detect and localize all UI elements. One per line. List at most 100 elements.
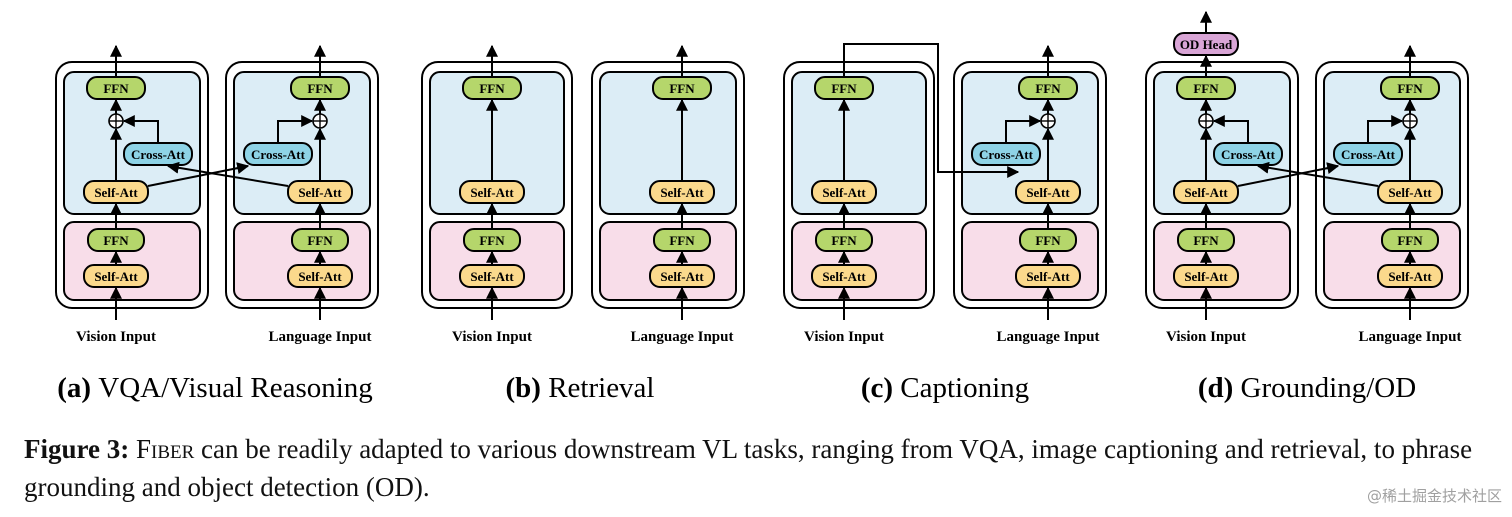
panel-tag: (d) <box>1198 372 1241 404</box>
panel-caption-c: (c) Captioning <box>861 372 1029 404</box>
figure-label: Figure 3: <box>24 434 130 464</box>
backbone-ffn-label: FFN <box>1193 233 1219 248</box>
panel-name: VQA/Visual Reasoning <box>98 372 373 404</box>
fusion-self-att-label: Self-Att <box>1388 185 1432 200</box>
cross-att: Cross-Att <box>123 142 193 166</box>
backbone-self-att: Self-Att <box>83 264 149 288</box>
backbone-ffn: FFN <box>87 228 145 252</box>
fusion-self-att-label: Self-Att <box>822 185 866 200</box>
fusion-self-att: Self-Att <box>649 180 715 204</box>
vision-input-label: Vision Input <box>804 329 884 345</box>
backbone-self-att: Self-Att <box>1377 264 1443 288</box>
language-input-label: Language Input <box>631 329 734 345</box>
backbone-ffn: FFN <box>1381 228 1439 252</box>
fusion-self-att-label: Self-Att <box>94 185 138 200</box>
fusion-ffn-label: FFN <box>1035 81 1061 96</box>
vision-input-label: Vision Input <box>76 329 156 345</box>
cross-att-label: Cross-Att <box>251 147 306 162</box>
vision-input-label: Vision Input <box>1166 329 1246 345</box>
backbone-ffn: FFN <box>1019 228 1077 252</box>
fusion-ffn: FFN <box>1018 76 1078 100</box>
backbone-ffn-label: FFN <box>479 233 505 248</box>
backbone-self-att-label: Self-Att <box>470 269 514 284</box>
fusion-ffn-label: FFN <box>1193 81 1219 96</box>
fusion-self-att-label: Self-Att <box>660 185 704 200</box>
language-input-label: Language Input <box>269 329 372 345</box>
add-operator <box>1198 113 1214 129</box>
backbone-self-att-label: Self-Att <box>1388 269 1432 284</box>
watermark: @稀土掘金技术社区 <box>1366 487 1502 505</box>
cross-to-add <box>1005 115 1042 143</box>
add-operator <box>1402 113 1418 129</box>
backbone-ffn-label: FFN <box>1035 233 1061 248</box>
cross-to-add <box>1212 115 1249 143</box>
fusion-ffn-label: FFN <box>669 81 695 96</box>
panel-caption-a: (a) VQA/Visual Reasoning <box>57 372 373 404</box>
add-operator <box>312 113 328 129</box>
cross-to-add <box>1367 115 1404 143</box>
cross-link <box>1237 162 1340 187</box>
fusion-ffn-label: FFN <box>479 81 505 96</box>
fusion-self-att: Self-Att <box>811 180 877 204</box>
fusion-ffn-label: FFN <box>103 81 129 96</box>
fusion-self-att: Self-Att <box>83 180 149 204</box>
od-head-label: OD Head <box>1180 37 1233 52</box>
language-input-label: Language Input <box>1359 329 1462 345</box>
backbone-self-att: Self-Att <box>1015 264 1081 288</box>
architecture-diagram: Self-AttFFNSelf-AttCross-AttFFNSelf-AttF… <box>55 10 1469 404</box>
cross-att: Cross-Att <box>971 142 1041 166</box>
add-operator <box>108 113 124 129</box>
vision-to-cross <box>843 43 1020 178</box>
cross-att-label: Cross-Att <box>979 147 1034 162</box>
backbone-self-att: Self-Att <box>1173 264 1239 288</box>
cross-att: Cross-Att <box>1333 142 1403 166</box>
cross-link <box>1256 161 1379 187</box>
backbone-ffn: FFN <box>815 228 873 252</box>
backbone-self-att: Self-Att <box>287 264 353 288</box>
language-input-label: Language Input <box>997 329 1100 345</box>
fusion-ffn: FFN <box>462 76 522 100</box>
cross-to-add <box>122 115 159 143</box>
caption-text: can be readily adapted to various downst… <box>24 434 1473 502</box>
panel-caption-d: (d) Grounding/OD <box>1198 372 1416 404</box>
cross-to-add <box>277 115 314 143</box>
backbone-self-att-label: Self-Att <box>1184 269 1228 284</box>
backbone-self-att: Self-Att <box>811 264 877 288</box>
fusion-self-att-label: Self-Att <box>298 185 342 200</box>
cross-link <box>147 162 250 187</box>
panel-name: Retrieval <box>548 372 654 404</box>
panel-tag: (b) <box>506 372 549 404</box>
panel-tag: (a) <box>57 372 98 404</box>
fusion-ffn-label: FFN <box>307 81 333 96</box>
backbone-self-att-label: Self-Att <box>94 269 138 284</box>
fusion-ffn: FFN <box>652 76 712 100</box>
cross-link <box>166 161 289 187</box>
backbone-self-att-label: Self-Att <box>822 269 866 284</box>
fusion-ffn: FFN <box>1380 76 1440 100</box>
fusion-ffn: FFN <box>814 76 874 100</box>
backbone-ffn-label: FFN <box>103 233 129 248</box>
fusion-block <box>599 71 737 215</box>
backbone-self-att: Self-Att <box>459 264 525 288</box>
fusion-self-att: Self-Att <box>287 180 353 204</box>
backbone-ffn: FFN <box>291 228 349 252</box>
fusion-self-att: Self-Att <box>1015 180 1081 204</box>
cross-att-label: Cross-Att <box>131 147 186 162</box>
panel-tag: (c) <box>861 372 900 404</box>
cross-att: Cross-Att <box>1213 142 1283 166</box>
backbone-ffn: FFN <box>1177 228 1235 252</box>
fusion-block <box>791 71 927 215</box>
fusion-ffn: FFN <box>86 76 146 100</box>
fusion-ffn-label: FFN <box>1397 81 1423 96</box>
backbone-ffn: FFN <box>463 228 521 252</box>
fusion-self-att: Self-Att <box>1173 180 1239 204</box>
backbone-self-att-label: Self-Att <box>1026 269 1070 284</box>
cross-att-label: Cross-Att <box>1221 147 1276 162</box>
backbone-ffn: FFN <box>653 228 711 252</box>
backbone-ffn-label: FFN <box>1397 233 1423 248</box>
od-head: OD Head <box>1173 32 1239 56</box>
vision-input-label: Vision Input <box>452 329 532 345</box>
fusion-ffn: FFN <box>1176 76 1236 100</box>
backbone-self-att-label: Self-Att <box>298 269 342 284</box>
backbone-self-att: Self-Att <box>649 264 715 288</box>
